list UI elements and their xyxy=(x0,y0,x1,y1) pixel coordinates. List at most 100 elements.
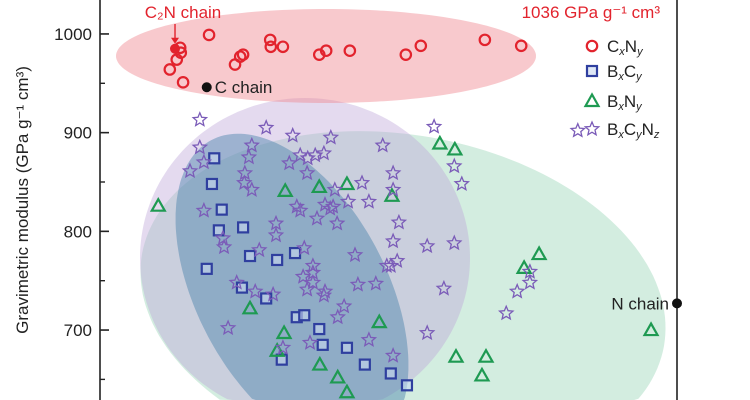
legend-marker-bxcynz xyxy=(583,120,601,137)
data-point-bxcynz xyxy=(292,146,309,163)
data-point-bxcynz xyxy=(435,279,453,296)
special-point-marker xyxy=(672,298,682,309)
data-point-bxcy xyxy=(340,341,354,354)
data-point-bxcy xyxy=(316,338,329,351)
data-point-bxny xyxy=(477,347,495,363)
data-point-bxcynz xyxy=(219,319,237,336)
data-point-bxcynz xyxy=(384,181,402,198)
data-point-bxny xyxy=(275,324,293,340)
data-point-bxcy xyxy=(236,221,250,234)
special-point-marker xyxy=(201,82,212,93)
data-point-bxcynz xyxy=(257,118,275,135)
data-point-bxcynz xyxy=(191,138,209,155)
data-point-bxny xyxy=(276,182,294,197)
data-point-bxcynz xyxy=(367,275,385,291)
data-point-cxny xyxy=(478,33,492,47)
data-point-bxcynz xyxy=(384,164,402,181)
data-point-bxcynz xyxy=(267,214,285,231)
data-point-cxny xyxy=(236,48,250,61)
data-point-bxcynz xyxy=(446,234,463,251)
axes xyxy=(99,0,678,400)
data-point-bxny xyxy=(447,347,465,363)
legend-marker-cxny xyxy=(585,39,599,53)
legend-marker-bxcy xyxy=(585,64,599,78)
data-point-cxny xyxy=(176,76,190,89)
data-point-bxcynz xyxy=(243,136,260,153)
data-point-bxcynz xyxy=(374,136,391,153)
data-point-bxny xyxy=(473,366,491,382)
data-point-bxcynz xyxy=(304,257,322,274)
arrow-head-icon xyxy=(171,37,180,44)
data-point-bxcynz xyxy=(328,214,346,231)
data-point-cxny xyxy=(343,44,357,58)
data-point-bxcynz xyxy=(315,286,333,303)
data-point-bxcynz xyxy=(324,198,342,214)
data-point-bxcynz xyxy=(215,238,233,255)
data-point-bxcy xyxy=(288,246,302,260)
special-point-marker xyxy=(170,43,181,54)
data-point-bxcynz xyxy=(346,246,364,263)
data-point-bxcynz xyxy=(382,257,400,274)
data-point-cxny xyxy=(163,63,177,76)
legend-label: BxCyNz xyxy=(607,120,660,141)
data-point-cxny xyxy=(170,53,184,66)
data-point-bxcynz xyxy=(274,339,292,355)
data-point-bxcynz xyxy=(322,128,340,145)
data-point-bxcynz xyxy=(243,181,260,198)
y-tick-label: 900 xyxy=(64,124,92,143)
data-point-bxcynz xyxy=(425,117,443,134)
data-point-bxny xyxy=(431,134,449,150)
data-point-cxny xyxy=(263,33,277,47)
data-point-bxny xyxy=(268,342,286,357)
data-point-bxcynz xyxy=(569,122,586,138)
special-point-label: C chain xyxy=(215,78,273,97)
data-point-bxcynz xyxy=(240,148,258,165)
data-point-bxcy xyxy=(200,262,213,275)
data-point-bxcynz xyxy=(316,282,334,299)
data-point-bxcynz xyxy=(264,285,282,302)
legend-label: BxNy xyxy=(607,92,643,113)
data-point-bxcynz xyxy=(445,157,463,174)
data-point-bxcy xyxy=(205,177,219,191)
data-point-bxcynz xyxy=(308,209,326,226)
data-point-bxny xyxy=(338,383,356,399)
data-point-bxcynz xyxy=(453,175,470,191)
data-point-bxcynz xyxy=(335,297,353,314)
data-point-bxcynz xyxy=(339,192,357,209)
data-point-bxcy xyxy=(400,379,414,392)
special-point-label: C₂N chain xyxy=(145,3,222,22)
data-point-bxcynz xyxy=(508,282,526,299)
data-point-bxcy xyxy=(358,358,371,371)
data-point-bxcynz xyxy=(418,237,436,254)
data-point-bxny xyxy=(329,368,347,384)
y-tick-label: 800 xyxy=(64,222,92,241)
data-point-bxcynz xyxy=(267,226,285,243)
data-point-bxcy xyxy=(215,203,228,216)
data-point-bxny xyxy=(149,196,167,212)
data-point-bxny xyxy=(338,175,356,191)
data-point-bxcy xyxy=(243,249,257,263)
data-point-bxcynz xyxy=(498,304,515,321)
data-point-cxny xyxy=(276,40,290,54)
data-point-bxcynz xyxy=(390,213,408,230)
data-point-bxny xyxy=(311,355,329,371)
data-point-bxcynz xyxy=(288,198,305,214)
data-point-bxcynz xyxy=(295,239,313,256)
data-point-bxcynz xyxy=(301,334,319,350)
data-point-bxcy xyxy=(235,281,249,294)
data-point-bxcy xyxy=(208,152,221,165)
data-point-cxny xyxy=(202,28,216,42)
data-point-bxny xyxy=(515,259,533,274)
data-point-bxcynz xyxy=(292,201,309,218)
data-point-bxcynz xyxy=(384,232,402,249)
data-point-bxcynz xyxy=(236,174,253,190)
data-point-bxcynz xyxy=(294,267,312,284)
legend-label: CxNy xyxy=(607,37,644,58)
data-point-bxcynz xyxy=(349,275,367,292)
data-point-bxcynz xyxy=(360,192,378,209)
data-point-bxny xyxy=(241,299,259,315)
data-point-bxcynz xyxy=(298,164,316,181)
data-point-bxny xyxy=(446,140,464,156)
data-point-bxcynz xyxy=(250,241,268,258)
data-point-cxny xyxy=(233,50,247,63)
